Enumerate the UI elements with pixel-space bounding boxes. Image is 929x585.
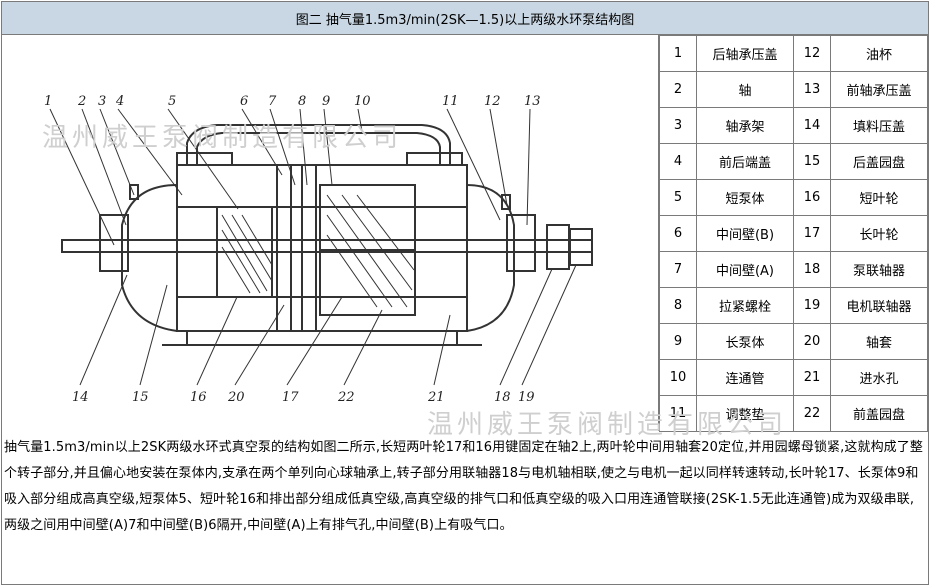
callout-7: 7 bbox=[268, 94, 277, 109]
pump-drawing: 1 2 3 4 5 6 7 8 9 10 11 12 13 14 15 16 2… bbox=[44, 94, 593, 405]
part-name: 进水孔 bbox=[830, 359, 928, 396]
part-number: 17 bbox=[793, 215, 831, 252]
page-title: 图二 抽气量1.5m3/min(2SK—1.5)以上两级水环泵结构图 bbox=[2, 2, 928, 35]
callout-9: 9 bbox=[322, 94, 330, 109]
part-number: 12 bbox=[793, 35, 831, 72]
callout-20: 20 bbox=[227, 390, 245, 405]
part-name: 前轴承压盖 bbox=[830, 71, 928, 108]
callout-8: 8 bbox=[298, 94, 306, 109]
part-name: 轴套 bbox=[830, 323, 928, 360]
part-name: 油杯 bbox=[830, 35, 928, 72]
part-name: 前盖园盘 bbox=[830, 395, 928, 432]
part-name: 连通管 bbox=[696, 359, 794, 396]
watermark-table: 温州威王泵阀制造有限公司 bbox=[427, 410, 788, 440]
part-number: 21 bbox=[793, 359, 831, 396]
part-number: 20 bbox=[793, 323, 831, 360]
part-number: 3 bbox=[659, 107, 697, 144]
part-number: 1 bbox=[659, 35, 697, 72]
part-name: 短泵体 bbox=[696, 179, 794, 216]
callout-14: 14 bbox=[72, 390, 89, 405]
part-number: 14 bbox=[793, 107, 831, 144]
callout-21: 21 bbox=[427, 390, 445, 405]
part-number: 9 bbox=[659, 323, 697, 360]
part-number: 19 bbox=[793, 287, 831, 324]
part-number: 2 bbox=[659, 71, 697, 108]
part-number: 15 bbox=[793, 143, 831, 180]
callout-17: 17 bbox=[282, 390, 299, 405]
part-name: 电机联轴器 bbox=[830, 287, 928, 324]
connecting-pipe-shape bbox=[186, 124, 451, 165]
callout-19: 19 bbox=[518, 390, 535, 405]
part-number: 10 bbox=[659, 359, 697, 396]
title-text: 图二 抽气量1.5m3/min(2SK—1.5)以上两级水环泵结构图 bbox=[295, 12, 635, 28]
pump-body-shape bbox=[176, 164, 468, 332]
callout-11: 11 bbox=[442, 94, 459, 109]
callout-6: 6 bbox=[240, 94, 248, 109]
callout-3: 3 bbox=[98, 94, 106, 109]
callout-4: 4 bbox=[115, 94, 124, 109]
part-name: 后盖园盘 bbox=[830, 143, 928, 180]
part-number: 13 bbox=[793, 71, 831, 108]
callout-22: 22 bbox=[337, 390, 355, 405]
part-number: 7 bbox=[659, 251, 697, 288]
structure-description: 抽气量1.5m3/min以上2SK两级水环式真空泵的结构如图二所示,长短两叶轮1… bbox=[4, 440, 923, 533]
part-name: 拉紧螺栓 bbox=[696, 287, 794, 324]
part-name: 轴承架 bbox=[696, 107, 794, 144]
part-number: 4 bbox=[659, 143, 697, 180]
part-number: 22 bbox=[793, 395, 831, 432]
part-name: 后轴承压盖 bbox=[696, 35, 794, 72]
motor-coupling-shape bbox=[569, 228, 593, 266]
left-flange-shape bbox=[176, 152, 233, 166]
callout-2: 2 bbox=[77, 94, 86, 109]
part-name: 泵联轴器 bbox=[830, 251, 928, 288]
part-name: 前后端盖 bbox=[696, 143, 794, 180]
callout-10: 10 bbox=[354, 94, 371, 109]
part-name: 轴 bbox=[696, 71, 794, 108]
part-number: 11 bbox=[659, 395, 697, 432]
right-flange-shape bbox=[406, 152, 463, 166]
part-name: 短叶轮 bbox=[830, 179, 928, 216]
callout-13: 13 bbox=[524, 94, 541, 109]
callout-5: 5 bbox=[168, 94, 176, 109]
part-name: 中间壁(B) bbox=[696, 215, 794, 252]
part-name: 长泵体 bbox=[696, 323, 794, 360]
callout-18: 18 bbox=[494, 390, 511, 405]
callout-1: 1 bbox=[44, 94, 52, 109]
pump-structure-diagram: 1 2 3 4 5 6 7 8 9 10 11 12 13 14 15 16 2… bbox=[2, 35, 659, 431]
part-number: 8 bbox=[659, 287, 697, 324]
part-number: 16 bbox=[793, 179, 831, 216]
part-name: 填料压盖 bbox=[830, 107, 928, 144]
part-name: 中间壁(A) bbox=[696, 251, 794, 288]
part-name: 调整垫 bbox=[696, 395, 794, 432]
part-number: 18 bbox=[793, 251, 831, 288]
watermark-diagram: 温州威王泵阀制造有限公司 bbox=[42, 123, 403, 153]
callout-12: 12 bbox=[484, 94, 501, 109]
callout-16: 16 bbox=[190, 390, 207, 405]
callout-15: 15 bbox=[132, 390, 149, 405]
part-name: 长叶轮 bbox=[830, 215, 928, 252]
part-number: 5 bbox=[659, 179, 697, 216]
part-number: 6 bbox=[659, 215, 697, 252]
pump-coupling-shape bbox=[546, 224, 570, 270]
